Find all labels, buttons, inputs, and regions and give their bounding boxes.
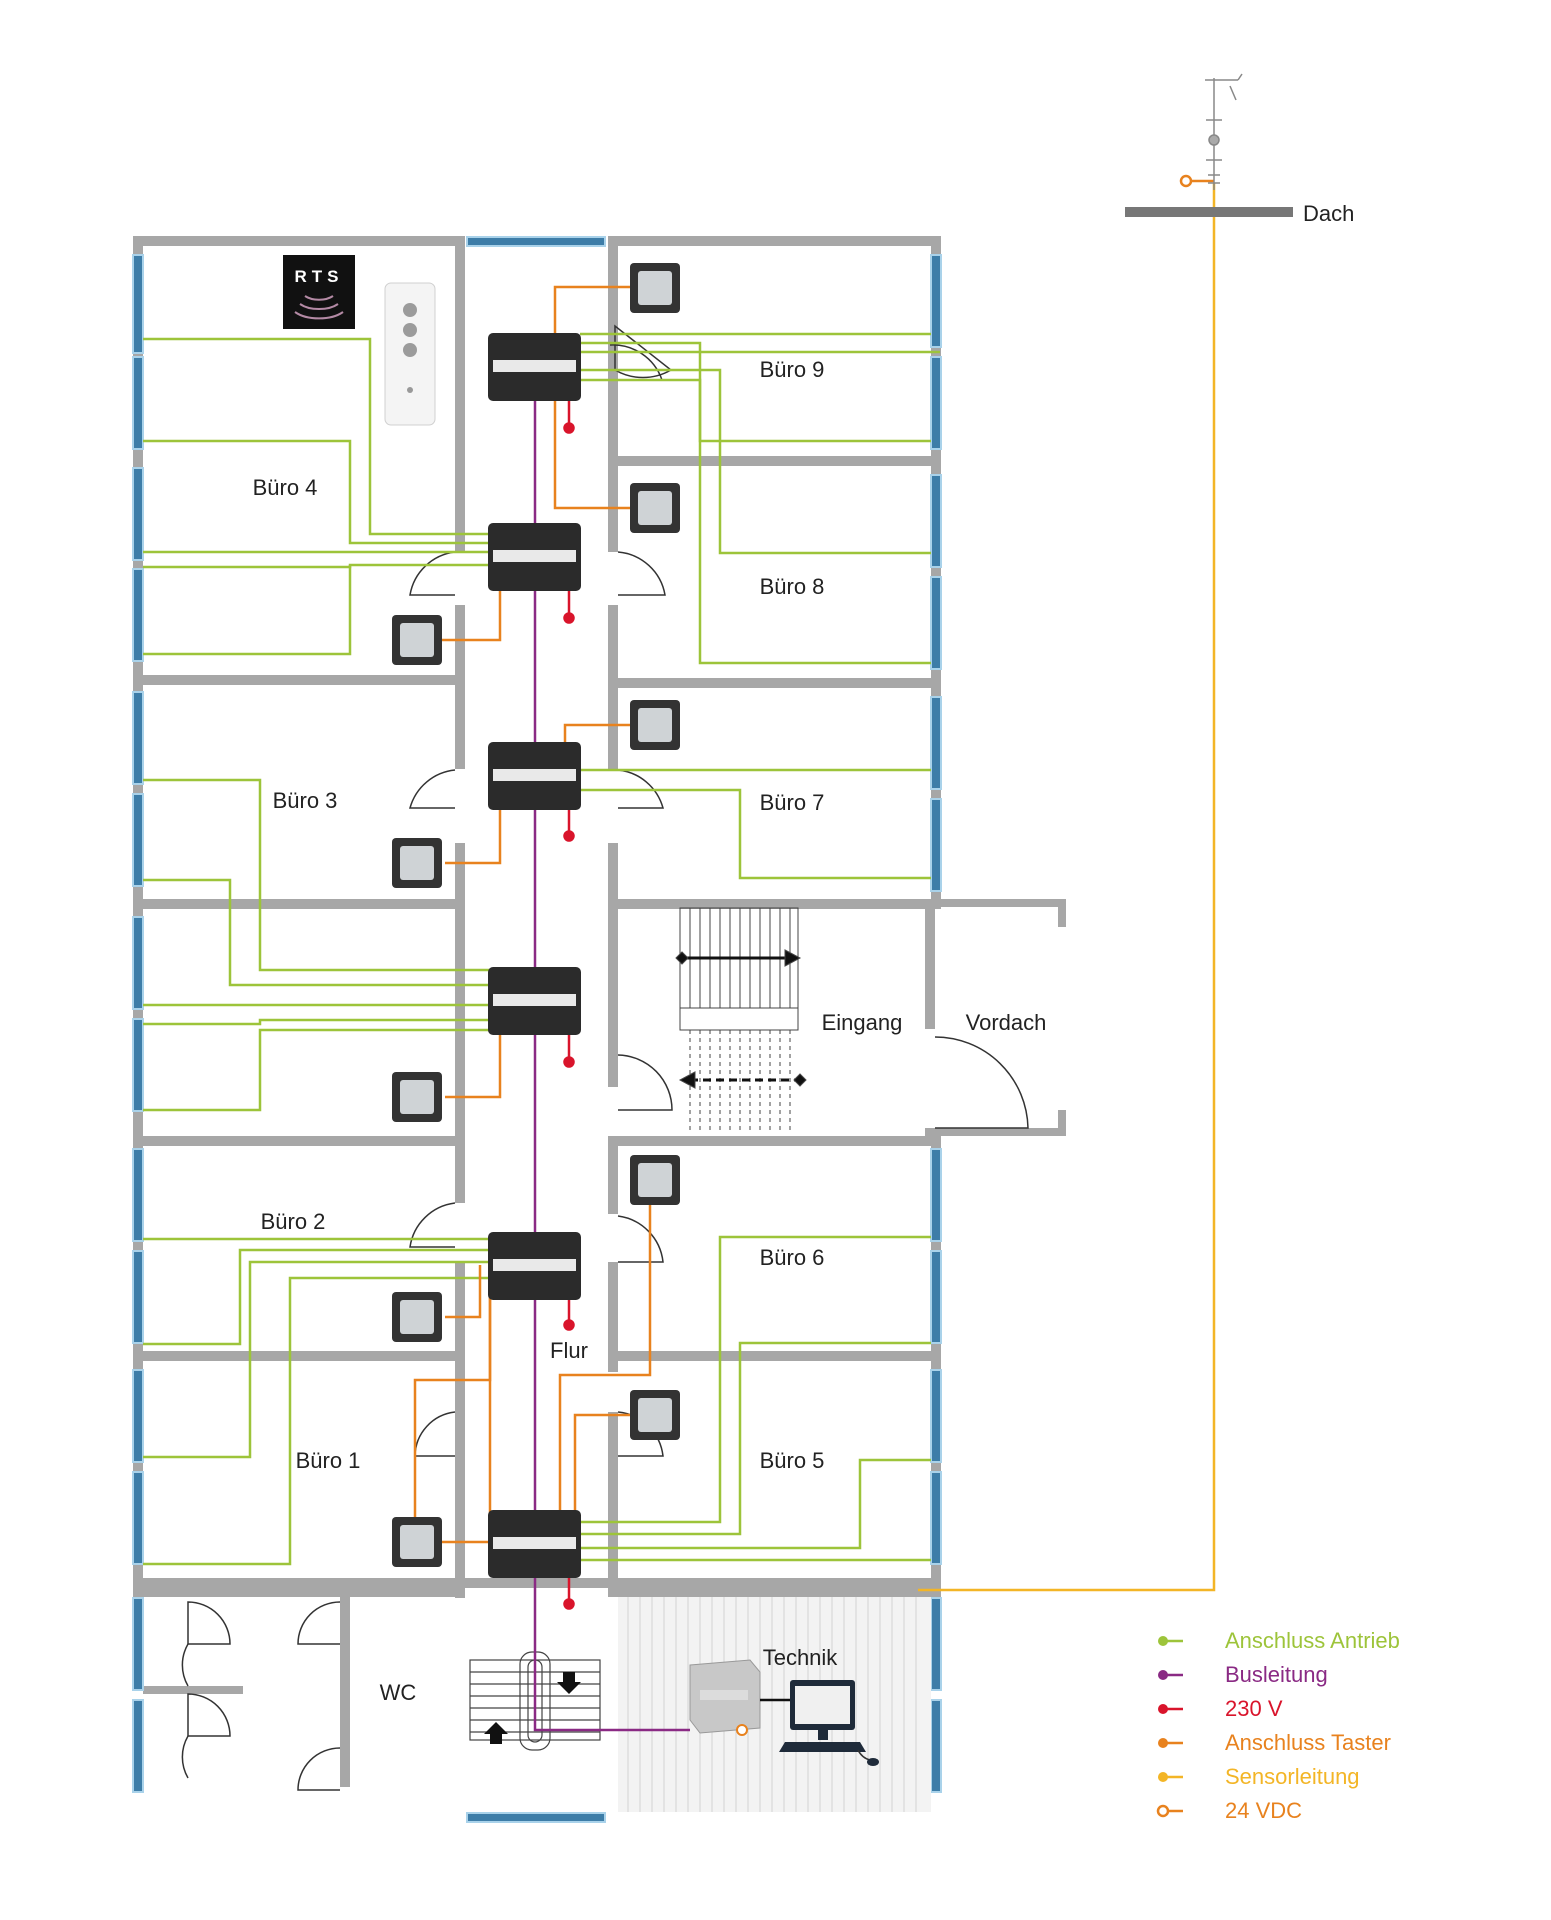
doors [181, 324, 1029, 1791]
label-buero1: Büro 1 [296, 1448, 361, 1473]
legend-label: 24 VDC [1225, 1798, 1302, 1823]
legend-label: Sensorleitung [1225, 1764, 1360, 1789]
switch-buero8 [630, 483, 680, 533]
legend-label: Busleitung [1225, 1662, 1328, 1687]
legend-item-bus: Busleitung [1158, 1662, 1328, 1687]
central-unit [689, 1659, 790, 1736]
switch-buero7 [630, 700, 680, 750]
legend-item-antrieb: Anschluss Antrieb [1158, 1628, 1400, 1653]
label-buero8: Büro 8 [760, 574, 825, 599]
switch-buero2 [392, 1292, 442, 1342]
legend-item-taster: Anschluss Taster [1158, 1730, 1391, 1755]
wires-sensor [918, 183, 1216, 1592]
walls [133, 236, 1066, 1787]
switch-buero3 [392, 838, 442, 888]
legend: Anschluss Antrieb Busleitung 230 V Ansch… [1156, 1628, 1400, 1823]
wires-230v [563, 398, 575, 1610]
switch-buero6 [630, 1155, 680, 1205]
label-buero5: Büro 5 [760, 1448, 825, 1473]
label-buero2: Büro 2 [261, 1209, 326, 1234]
label-vordach: Vordach [966, 1010, 1047, 1035]
stairs-entrance [675, 907, 807, 1130]
label-dach: Dach [1303, 201, 1354, 226]
weather-station [1205, 73, 1243, 190]
legend-item-230v: 230 V [1158, 1696, 1283, 1721]
roof [1125, 207, 1293, 217]
rts-logo-text: RTS [295, 267, 344, 286]
legend-label: Anschluss Taster [1225, 1730, 1391, 1755]
controller-unit-4 [488, 967, 581, 1035]
label-flur: Flur [550, 1338, 588, 1363]
controller-unit-1 [488, 333, 581, 401]
switch-buero9 [630, 263, 680, 313]
technik-hatch [618, 1597, 931, 1812]
wires-bus [533, 395, 690, 1732]
wires-antrieb [143, 332, 940, 1566]
computer-icon [779, 1680, 879, 1766]
label-eingang: Eingang [822, 1010, 903, 1035]
rts-logo: RTS [283, 255, 355, 329]
rts-remote [384, 282, 436, 426]
label-buero6: Büro 6 [760, 1245, 825, 1270]
switch-buero4 [392, 615, 442, 665]
controller-unit-3 [488, 742, 581, 810]
label-wc: WC [380, 1680, 417, 1705]
switch-buero1 [392, 1517, 442, 1567]
controller-unit-5 [488, 1232, 581, 1300]
switch-corridor [392, 1072, 442, 1122]
label-buero4: Büro 4 [253, 475, 318, 500]
room-labels: Büro 9 Büro 8 Büro 7 Büro 6 Büro 5 Büro … [253, 201, 1355, 1705]
legend-item-sensor: Sensorleitung [1158, 1764, 1360, 1789]
legend-label: 230 V [1225, 1696, 1283, 1721]
wall-switches [392, 263, 680, 1567]
controller-units [488, 333, 581, 1578]
24vdc-terminal [1179, 174, 1193, 188]
label-technik: Technik [763, 1645, 839, 1670]
label-buero7: Büro 7 [760, 790, 825, 815]
windows [132, 236, 942, 1823]
legend-item-24vdc: 24 VDC [1156, 1798, 1302, 1823]
controller-unit-6 [488, 1510, 581, 1578]
label-buero3: Büro 3 [273, 788, 338, 813]
label-buero9: Büro 9 [760, 357, 825, 382]
legend-label: Anschluss Antrieb [1225, 1628, 1400, 1653]
controller-unit-2 [488, 523, 581, 591]
switch-buero5 [630, 1390, 680, 1440]
